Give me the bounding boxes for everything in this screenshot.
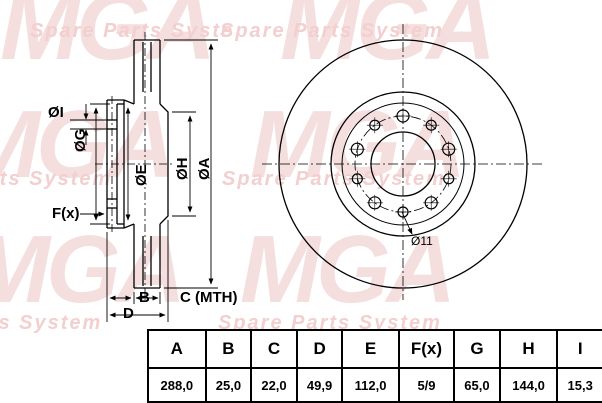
spec-value-c: 22,0 [250, 367, 298, 403]
watermark-text: rts System [0, 312, 103, 334]
dim-label-b: B [139, 289, 150, 306]
watermark-logo: MGA [0, 216, 186, 323]
spec-header-f: F(x) [397, 329, 456, 369]
spec-header-i: I [556, 329, 602, 369]
spec-value-a: 288,0 [147, 367, 207, 403]
spec-value-b: 25,0 [204, 367, 253, 403]
spec-header-d: D [295, 329, 344, 369]
side-section-view [106, 39, 169, 289]
dim-label-e: ØE [133, 164, 150, 186]
dim-label-a: ØA [196, 157, 213, 181]
spec-value-h: 144,0 [498, 367, 559, 403]
dim-label-f: F(x) [52, 205, 80, 222]
spec-header-a: A [147, 329, 207, 369]
hole-leader [401, 211, 413, 235]
watermark-text: Spare Parts System [220, 20, 444, 42]
spec-header-g: G [453, 329, 501, 369]
spec-value-e: 112,0 [341, 367, 400, 403]
dim-label-i: ØI [48, 104, 64, 121]
watermark-text: Spare Parts Syste [30, 20, 235, 42]
spec-header-h: H [498, 329, 559, 369]
spec-value-i: 15,3 [556, 367, 602, 403]
spec-value-d: 49,9 [295, 367, 344, 403]
dim-label-c: C (MTH) [180, 289, 238, 306]
dim-label-g: ØG [72, 128, 89, 152]
watermark-text: Spare Parts System [218, 312, 442, 334]
watermark-text: rts System [0, 168, 113, 190]
spec-header-e: E [341, 329, 400, 369]
spec-table-value-row: 288,0 25,0 22,0 49,9 112,0 5/9 65,0 144,… [147, 367, 602, 403]
spec-header-b: B [204, 329, 253, 369]
bolt-holes [349, 108, 457, 220]
spec-table-header-row: A B C D E F(x) G H I [147, 329, 602, 369]
dim-label-d: D [123, 305, 134, 322]
watermark-logo: MGA [0, 91, 176, 198]
spec-header-c: C [250, 329, 298, 369]
spec-value-g: 65,0 [453, 367, 501, 403]
watermark-logo: MGA [280, 0, 496, 80]
dim-label-h: ØH [174, 157, 191, 181]
hole-label: Ø11 [411, 234, 433, 248]
spec-value-f: 5/9 [397, 367, 456, 403]
spec-table: A B C D E F(x) G H I 288,0 25,0 22,0 49,… [147, 329, 602, 403]
